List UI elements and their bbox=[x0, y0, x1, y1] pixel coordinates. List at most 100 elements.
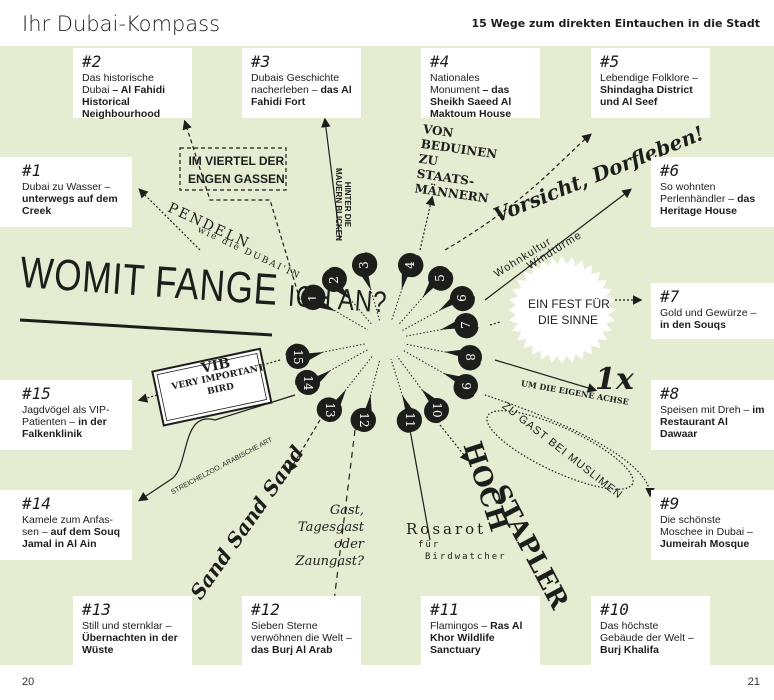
tip-highlight: Shindagha District und Al Seef bbox=[600, 84, 693, 108]
headline-underline bbox=[19, 318, 273, 337]
einmal-label: 1x bbox=[595, 362, 634, 397]
arrow-to-9 bbox=[484, 394, 655, 498]
marker-15: 15 bbox=[285, 343, 366, 369]
marker-number: 12 bbox=[357, 412, 371, 427]
tip-text: Still und sternklar – bbox=[82, 620, 172, 632]
tip-highlight: das Al Fahidi Fort bbox=[251, 84, 352, 108]
tip-text: Die schönste Moschee in Dubai – bbox=[660, 514, 753, 538]
birdwatcher-label: Birdwatcher bbox=[425, 552, 507, 562]
marker-3: 3 bbox=[352, 252, 381, 321]
compass-background bbox=[0, 46, 774, 665]
page-number-left: 20 bbox=[22, 676, 35, 688]
arrow-to-14 bbox=[138, 394, 296, 502]
tip-number: #11 bbox=[430, 600, 459, 619]
tip-text: Dubais Geschichte nacherleben – bbox=[251, 72, 340, 96]
tip-text: Kamele zum Anfas-sen – bbox=[22, 514, 114, 538]
marker-number: 10 bbox=[430, 402, 444, 417]
tip-text: Nationales Monument bbox=[430, 72, 480, 96]
arrow-to-10 bbox=[439, 424, 470, 462]
marker-number: 15 bbox=[291, 349, 305, 364]
marker-10: 10 bbox=[396, 355, 449, 424]
marker-8: 8 bbox=[404, 343, 482, 371]
marker-13: 13 bbox=[316, 355, 374, 422]
tip-highlight: in den Souqs bbox=[660, 319, 726, 331]
arrow-to-13 bbox=[288, 419, 321, 473]
page-subtitle: 15 Wege zum direkten Eintauchen in die S… bbox=[471, 17, 760, 30]
tip-text: Speisen mit Dreh – bbox=[660, 404, 750, 416]
marker-number: 2 bbox=[327, 276, 341, 284]
tip-highlight: unterwegs auf dem Creek bbox=[22, 193, 118, 217]
tip-text: Lebendige Folklore – bbox=[600, 72, 699, 84]
marker-number: 8 bbox=[463, 353, 477, 361]
tip-highlight: Ras Al Khor Wildlife Sanctuary bbox=[430, 620, 523, 656]
marker-number: 14 bbox=[301, 375, 315, 391]
tip-text: Jagdvögel als VIP-Patienten – bbox=[22, 404, 110, 428]
marker-number: 1 bbox=[306, 294, 320, 302]
tip-number: #3 bbox=[251, 52, 271, 71]
tip-highlight: – Al Fahidi Historical Neighbourhood bbox=[82, 84, 166, 120]
marker-11: 11 bbox=[390, 358, 422, 433]
marker-1: 1 bbox=[301, 284, 368, 331]
tip-highlight: in der Falkenklinik bbox=[22, 416, 107, 440]
vib-sign bbox=[151, 347, 273, 427]
tip-text: Gold und Gewürze – bbox=[660, 307, 757, 319]
page-number-right: 21 bbox=[747, 676, 760, 688]
tip-text: Das höchste Gebäude der Welt – bbox=[600, 620, 694, 644]
tip-number: #12 bbox=[251, 600, 280, 619]
tip-highlight: das Burj Al Arab bbox=[251, 644, 333, 656]
marker-7: 7 bbox=[404, 313, 479, 339]
page-title: Ihr Dubai-Kompass bbox=[22, 12, 221, 36]
marker-number: 5 bbox=[433, 274, 447, 282]
arrow-to-3 bbox=[321, 117, 341, 241]
marker-number: 9 bbox=[459, 382, 473, 390]
marker-number: 3 bbox=[357, 261, 371, 269]
tip-number: #14 bbox=[22, 494, 51, 513]
tip-number: #4 bbox=[430, 52, 450, 71]
arrow-to-2 bbox=[182, 119, 301, 301]
marker-9: 9 bbox=[402, 349, 478, 400]
marker-number: 4 bbox=[403, 261, 417, 269]
tip-number: #1 bbox=[22, 161, 42, 180]
tip-highlight: Burj Khalifa bbox=[600, 644, 659, 656]
tip-number: #15 bbox=[22, 384, 51, 403]
starburst bbox=[508, 256, 616, 364]
marker-number: 13 bbox=[323, 402, 337, 417]
tip-number: #9 bbox=[660, 494, 680, 513]
arrow-to-8 bbox=[494, 359, 598, 393]
tip-number: #10 bbox=[600, 600, 629, 619]
marker-4: 4 bbox=[390, 253, 424, 322]
tip-highlight: im Restaurant Al Dawaar bbox=[660, 404, 765, 440]
marker-14: 14 bbox=[295, 349, 368, 395]
rosarot-label: Rosarot bbox=[406, 520, 487, 538]
tip-highlight: auf dem Souq Jamal in Al Ain bbox=[22, 526, 121, 550]
tip-number: #5 bbox=[600, 52, 620, 71]
arrow-to-12 bbox=[324, 429, 356, 653]
arrow-to-4 bbox=[419, 195, 436, 251]
tip-text: So wohnten Perlenhändler – bbox=[660, 181, 735, 205]
tip-highlight: Übernachten in der Wüste bbox=[82, 632, 178, 656]
tip-number: #8 bbox=[660, 384, 680, 403]
tip-highlight: – das Sheikh Saeed Al Maktoum House bbox=[430, 84, 512, 120]
marker-number: 6 bbox=[455, 294, 469, 302]
tip-highlight: Jumeirah Mosque bbox=[660, 538, 750, 550]
marker-2: 2 bbox=[322, 266, 373, 326]
marker-12: 12 bbox=[350, 359, 381, 432]
marker-number: 7 bbox=[459, 321, 473, 329]
